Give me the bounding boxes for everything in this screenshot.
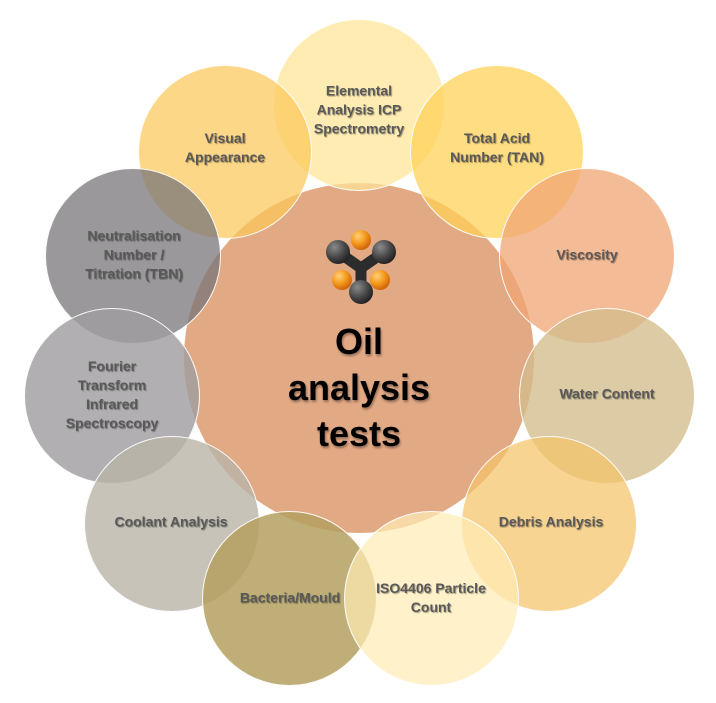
circle-viscosity [499,168,675,344]
label-debris: Debris Analysis [498,513,604,530]
label-viscosity: Viscosity [556,246,618,263]
label-water: Water Content [559,385,655,402]
label-visual: Visual Appearance [184,130,266,165]
center-title: Oil analysis tests [287,321,431,454]
label-bacteria: Bacteria/Mould [239,589,341,606]
label-tan: Total Acid Number (TAN) [450,130,544,165]
label-ftir: Fourier Transform Infrared Spectroscopy [65,358,159,431]
label-iso4406: ISO4406 Particle Count [376,580,486,615]
molecule-logo-icon [326,230,396,304]
label-coolant: Coolant Analysis [114,513,228,530]
circle-iso4406 [344,511,519,686]
label-neutralisation: Neutralisation Number / Titration (TBN) [85,227,183,282]
label-elemental: Elemental Analysis ICP Spectrometry [313,82,405,137]
